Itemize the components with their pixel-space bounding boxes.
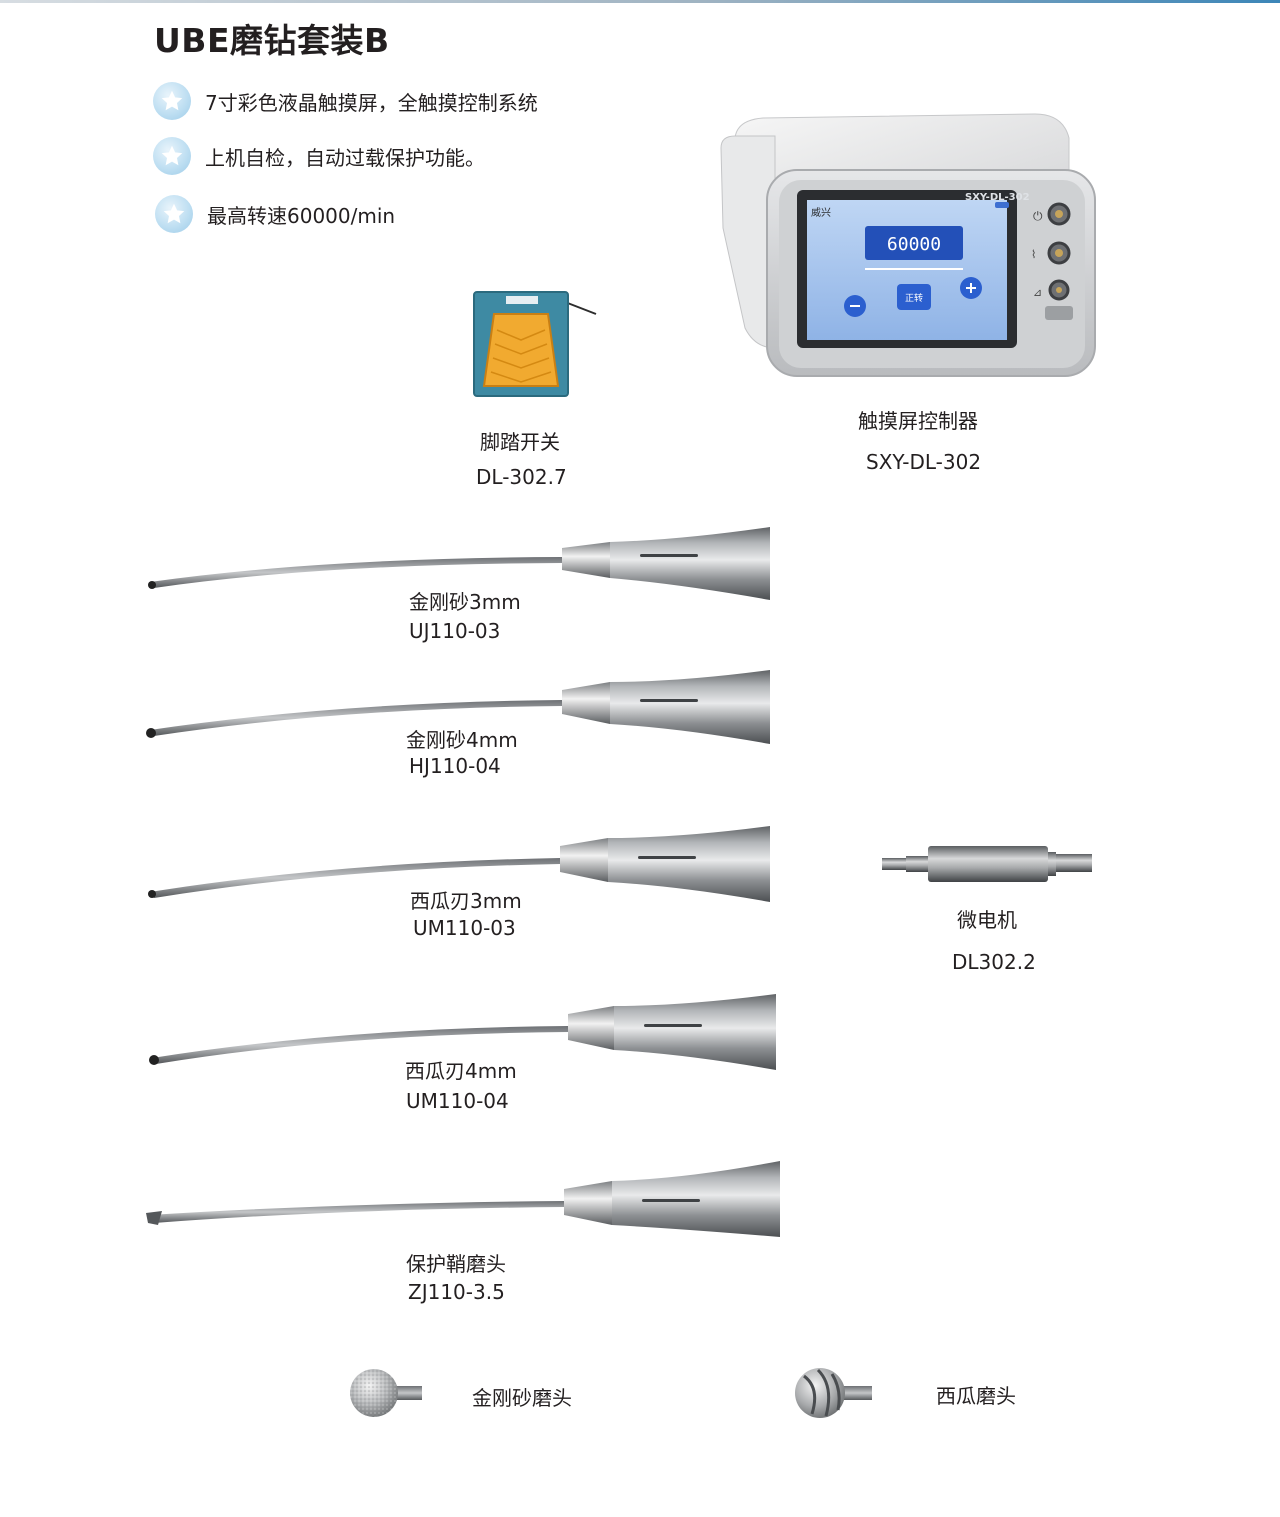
tool-model: UM110-04 (406, 1089, 509, 1113)
micro-motor-image (882, 846, 1092, 882)
controller-name: 触摸屏控制器 (858, 409, 978, 433)
feature-text: 上机自检，自动过载保护功能。 (205, 145, 485, 170)
star-icon (155, 195, 193, 233)
drill-tool-image (149, 994, 776, 1070)
direction-button (897, 284, 931, 310)
pedal-model: DL-302.7 (476, 465, 567, 489)
drill-tool-image (146, 670, 770, 744)
top-rule (0, 0, 1280, 3)
tool-name: 西瓜刃3mm (410, 889, 522, 913)
brand-logo: 威兴 (811, 206, 831, 219)
handpiece-icon: ⌇ (1031, 248, 1036, 261)
page-title: UBE磨钻套装B (154, 21, 390, 60)
controller-model: SXY-DL-302 (866, 450, 982, 474)
feature-item: 最高转速60000/min (155, 195, 395, 233)
tool-name: 金刚砂4mm (406, 728, 518, 752)
feature-item: 7寸彩色液晶触摸屏，全触摸控制系统 (153, 82, 538, 120)
feature-item: 上机自检，自动过载保护功能。 (153, 137, 485, 175)
tool-model: ZJ110-3.5 (408, 1280, 505, 1304)
fluted-burr-image (795, 1368, 872, 1418)
tool-model: UM110-03 (413, 916, 516, 940)
feature-text: 7寸彩色液晶触摸屏，全触摸控制系统 (205, 90, 538, 115)
diamond-burr-image (350, 1369, 422, 1417)
motor-name: 微电机 (957, 908, 1017, 932)
motor-model: DL302.2 (952, 950, 1036, 974)
drill-tool-image (148, 527, 770, 600)
drill-tool-image (148, 826, 770, 902)
tool-model: UJ110-03 (409, 619, 501, 643)
pedal-name: 脚踏开关 (480, 430, 560, 454)
power-icon: ⏻ (1033, 209, 1043, 223)
pedal-icon: ⊿ (1033, 286, 1042, 299)
tool-model: HJ110-04 (409, 754, 501, 778)
svg-text:正转: 正转 (905, 292, 923, 304)
tool-name: 西瓜刃4mm (405, 1059, 517, 1083)
feature-text: 最高转速60000/min (207, 203, 396, 228)
tool-name: 保护鞘磨头 (406, 1252, 506, 1276)
head-name: 西瓜磨头 (936, 1384, 1016, 1408)
star-icon (153, 82, 191, 120)
speed-display: 60000 (887, 234, 941, 255)
tool-name: 金刚砂3mm (409, 590, 521, 614)
star-icon (153, 137, 191, 175)
head-name: 金刚砂磨头 (472, 1386, 572, 1410)
model-plate: SXY-DL-302 (965, 192, 1030, 203)
foot-pedal-image (473, 291, 597, 397)
drill-tool-image (146, 1161, 780, 1237)
controller-image: 威兴 SXY-DL-302 60000 正转 ⏻ ⌇ ⊿ (720, 113, 1096, 377)
